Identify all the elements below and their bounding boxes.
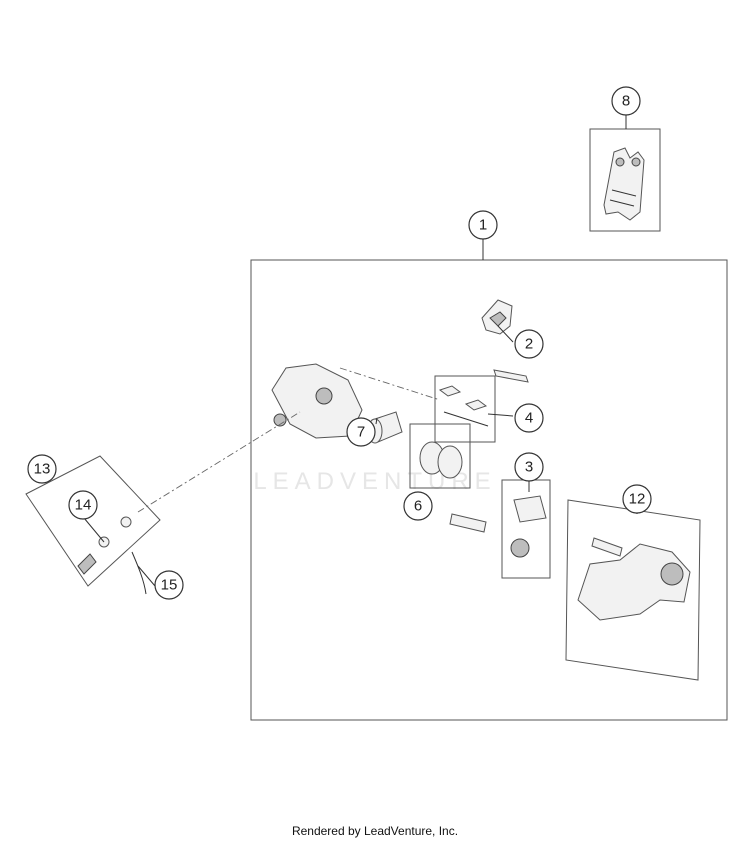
svg-text:4: 4: [525, 410, 533, 427]
callout-2: 2: [514, 329, 544, 359]
part-2-clip: [481, 299, 529, 383]
callout-7: 7: [346, 417, 376, 447]
svg-text:15: 15: [161, 577, 178, 594]
part-13-bleeder-kit: [25, 455, 161, 587]
part-6-seal-kit: [409, 423, 471, 489]
caliper-body: [271, 363, 363, 439]
part-15-hose: [131, 551, 147, 595]
svg-text:7: 7: [357, 424, 365, 441]
svg-text:3: 3: [525, 459, 533, 476]
callout-13: 13: [27, 454, 57, 484]
callout-leaders: [83, 115, 638, 587]
part-3-bushing-kit: [501, 479, 551, 579]
assembly-frame-1: [250, 259, 728, 721]
callout-15: 15: [154, 570, 184, 600]
svg-text:2: 2: [525, 336, 533, 353]
callout-14: 14: [68, 490, 98, 520]
callout-8: 8: [611, 86, 641, 116]
svg-text:1: 1: [479, 217, 487, 234]
slide-pin: [449, 513, 487, 533]
svg-text:13: 13: [34, 461, 51, 478]
part-4-pad-kit: [434, 375, 496, 443]
callout-1: 1: [468, 210, 498, 240]
watermark-text: LEADVENTURE: [253, 468, 496, 495]
callout-3: 3: [514, 452, 544, 482]
part-12-caliper-carrier: [565, 499, 701, 681]
svg-text:8: 8: [622, 93, 630, 110]
callout-6: 6: [403, 491, 433, 521]
callout-12: 12: [622, 484, 652, 514]
render-credit: Rendered by LeadVenture, Inc.: [291, 824, 459, 838]
svg-text:6: 6: [414, 498, 422, 515]
assembly-axis-line: [137, 367, 441, 513]
svg-text:14: 14: [75, 497, 92, 514]
part-8-pad-plate: [589, 128, 661, 232]
svg-text:12: 12: [629, 491, 646, 508]
callout-4: 4: [514, 403, 544, 433]
